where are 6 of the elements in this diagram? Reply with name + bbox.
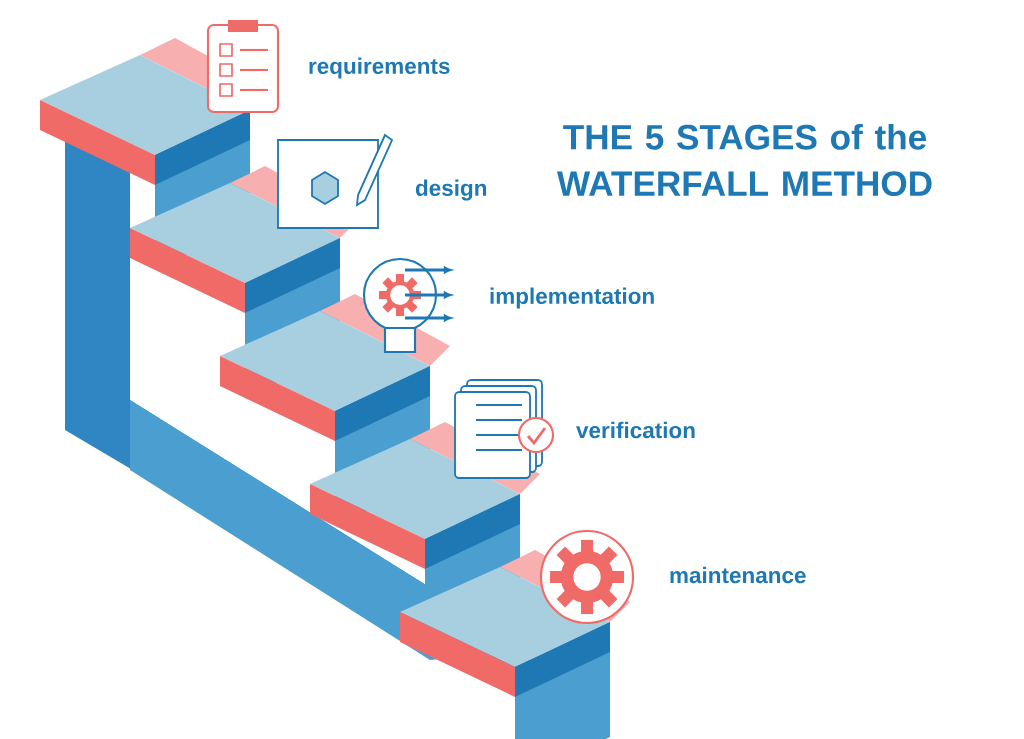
title: THE 5 STAGES of the WATERFALL METHOD — [557, 123, 932, 197]
stage-label: implementation — [490, 287, 654, 309]
stage-label: requirements — [309, 57, 450, 79]
stage-label: maintenance — [670, 566, 806, 584]
stage-label: verification — [576, 421, 695, 439]
stage-label: design — [415, 179, 487, 201]
